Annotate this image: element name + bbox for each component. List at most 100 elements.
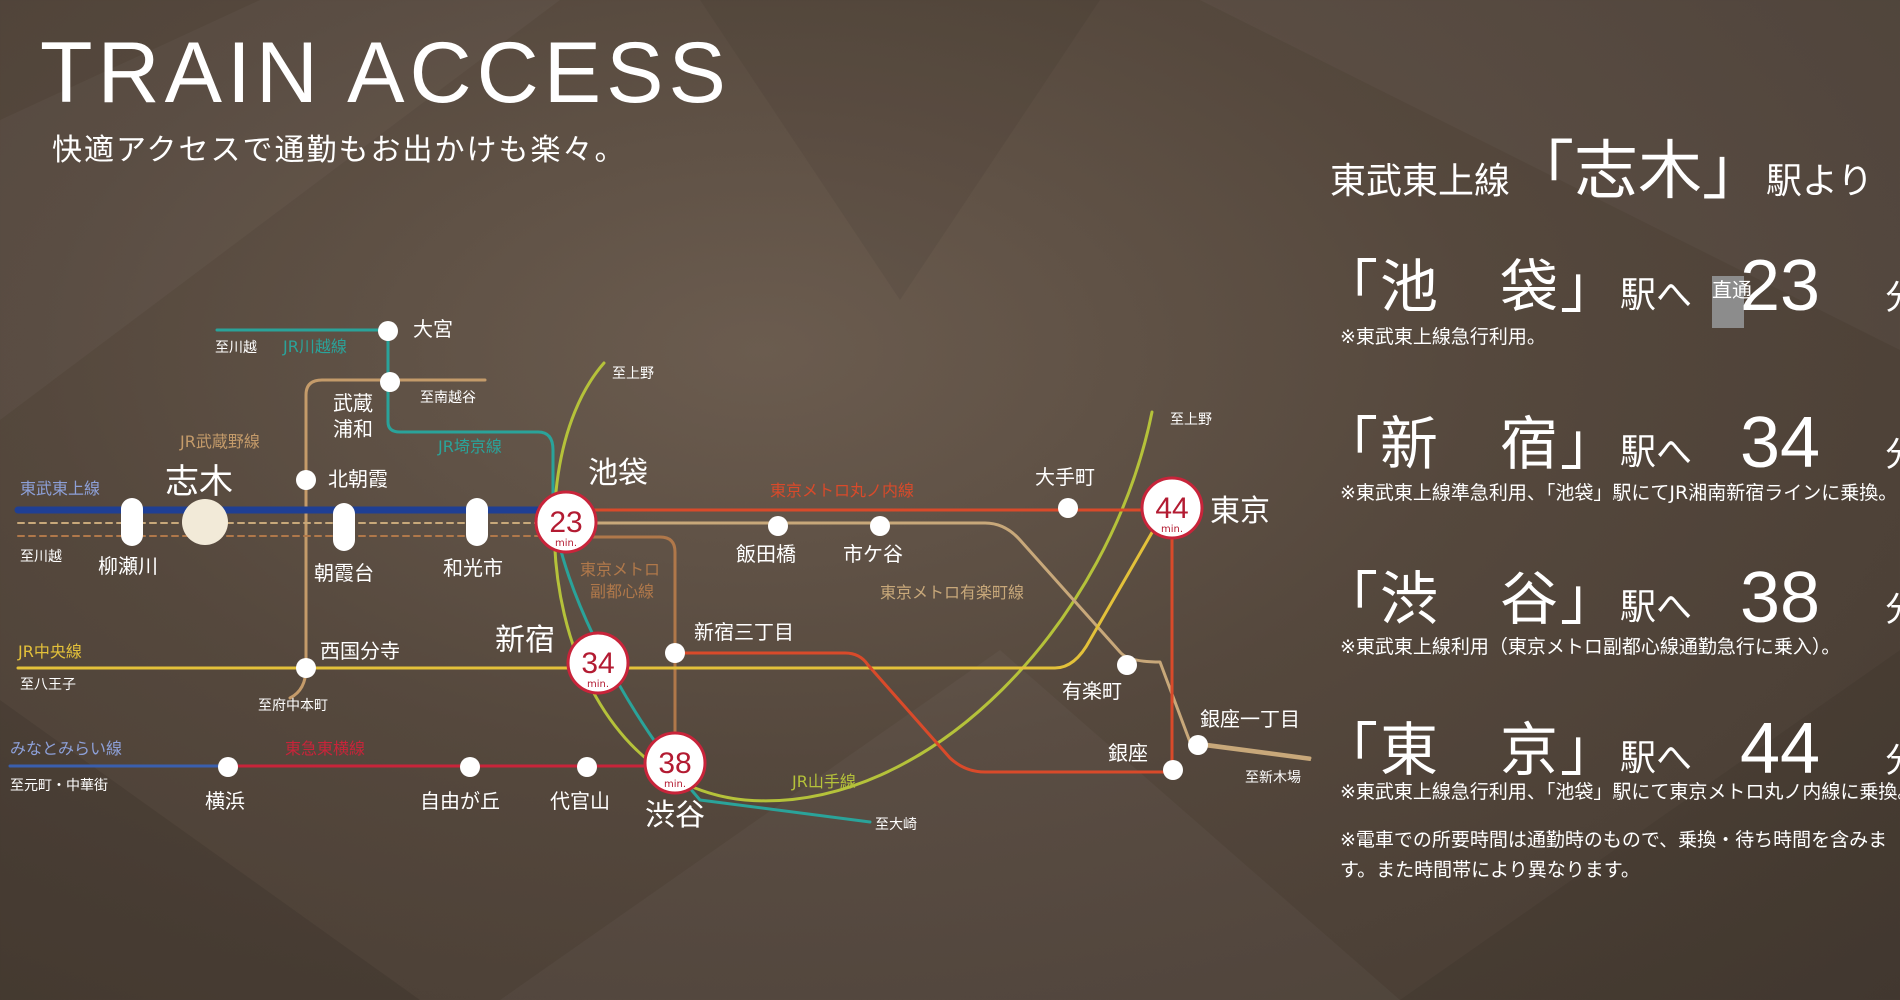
destination-unit: 分 xyxy=(1885,582,1900,631)
time-badge-tokyo-minutes: 44 xyxy=(1155,492,1188,525)
station-dot-jiyugaoka xyxy=(460,757,480,777)
line-marunouchi-2 xyxy=(670,533,1174,774)
destination-shibuya: 「渋 谷」駅へ 38 分 xyxy=(1320,552,1900,636)
label-tobu: 東武東上線 xyxy=(20,479,100,498)
station-dot-shinjuku3 xyxy=(665,643,685,663)
dest-motomachi: 至元町・中華街 xyxy=(10,778,108,794)
label-minatomirai: みなとみらい線 xyxy=(10,739,122,758)
label-chuo: JR中央線 xyxy=(17,642,82,661)
station-iidabashi: 飯田橋 xyxy=(736,542,796,566)
station-dot-kitaasaka xyxy=(296,470,316,490)
station-shinjuku: 新宿 xyxy=(495,623,555,658)
station-dot-otemachi xyxy=(1058,498,1078,518)
destination-minutes: 34 xyxy=(1740,403,1821,483)
station-dot-wakoshi xyxy=(466,498,488,546)
station-ginza: 銀座 xyxy=(1108,741,1148,765)
label-fukutoshin-1: 東京メトロ xyxy=(580,560,660,579)
label-marunouchi: 東京メトロ丸ノ内線 xyxy=(770,481,914,500)
dest-kawagoe: 至川越 xyxy=(215,340,257,356)
label-saikyo: JR埼京線 xyxy=(437,437,502,456)
station-dot-yokohama xyxy=(218,757,238,777)
note-shibuya: ※東武東上線利用（東京メトロ副都心線通勤急行に乗入）。 xyxy=(1340,636,1841,658)
label-fukutoshin-2: 副都心線 xyxy=(590,582,654,601)
station-shiki: 志木 xyxy=(165,462,233,502)
dest-osaki: 至大崎 xyxy=(875,817,917,833)
from-suffix: 駅より xyxy=(1766,161,1874,202)
destination-tokyo: 「東 京」駅へ 44 分 xyxy=(1320,703,1900,787)
dest-hachioji: 至八王子 xyxy=(20,677,76,693)
station-dot-iidabashi xyxy=(768,516,788,536)
line-saikyo xyxy=(386,380,872,824)
route-map: 23 min. 34 min. 38 min. 44 min. 東武東上線 JR… xyxy=(8,317,1312,833)
note-tokyo: ※東武東上線急行利用、「池袋」駅にて東京メトロ丸ノ内線に乗換。 xyxy=(1340,781,1900,803)
station-dot-omiya xyxy=(378,321,398,341)
line-chuo xyxy=(16,508,1167,670)
time-badge-shinjuku-unit: min. xyxy=(587,679,609,690)
station-musashiurawa-2: 浦和 xyxy=(333,417,373,441)
dest-shinkiba: 至新木場 xyxy=(1245,770,1301,786)
station-dot-musashiurawa xyxy=(380,372,400,392)
dest-fuchu: 至府中本町 xyxy=(258,698,328,714)
station-asakadai: 朝霞台 xyxy=(314,561,374,585)
from-station-heading: 東武東上線「志木」駅より xyxy=(1330,120,1873,212)
label-yurakucho: 東京メトロ有楽町線 xyxy=(880,583,1024,602)
time-badge-ikebukuro: 23 min. xyxy=(534,490,598,554)
destination-name: 「池 袋」 xyxy=(1320,253,1621,321)
station-dot-ichigaya xyxy=(870,516,890,536)
dest-ueno-2: 至上野 xyxy=(1170,412,1212,428)
dest-kawagoe-2: 至川越 xyxy=(20,549,62,565)
time-badge-shibuya-unit: min. xyxy=(664,779,686,790)
station-yanasegawa: 柳瀬川 xyxy=(98,554,158,578)
from-station: 「志木」 xyxy=(1510,135,1767,209)
page-subtitle: 快適アクセスで通勤もお出かけも楽々。 xyxy=(52,133,627,168)
label-toyoko: 東急東横線 xyxy=(285,739,365,758)
station-jiyugaoka: 自由が丘 xyxy=(420,789,500,813)
station-musashiurawa-1: 武蔵 xyxy=(333,391,373,415)
dest-minamikoshigaya: 至南越谷 xyxy=(420,390,476,406)
station-kitaasaka: 北朝霞 xyxy=(328,467,388,491)
note-shinjuku: ※東武東上線準急利用、「池袋」駅にてJR湘南新宿ラインに乗換。 xyxy=(1340,482,1898,504)
time-badge-shibuya: 38 min. xyxy=(643,731,707,795)
destination-minutes: 44 xyxy=(1740,709,1821,789)
note-ikebukuro: ※東武東上線急行利用。 xyxy=(1340,326,1546,348)
station-tokyo: 東京 xyxy=(1210,494,1270,529)
line-keiyo xyxy=(1194,744,1311,761)
station-dot-asakadai xyxy=(333,503,355,551)
station-wakoshi: 和光市 xyxy=(443,556,503,580)
station-ikebukuro: 池袋 xyxy=(588,456,648,491)
label-kawagoe: JR川越線 xyxy=(282,337,347,356)
destination-name: 「渋 谷」 xyxy=(1320,565,1621,633)
station-dot-shiki xyxy=(182,499,228,545)
destination-suffix: 駅へ xyxy=(1620,587,1693,628)
line-yurakucho xyxy=(566,521,1312,760)
station-dot-yurakucho xyxy=(1117,655,1137,675)
destination-unit: 分 xyxy=(1885,427,1900,476)
time-badge-shinjuku: 34 min. xyxy=(566,631,630,695)
station-yokohama: 横浜 xyxy=(205,789,245,813)
from-line: 東武東上線 xyxy=(1330,161,1511,202)
station-omiya: 大宮 xyxy=(413,317,453,341)
line-fukutoshin xyxy=(566,535,677,767)
time-badge-tokyo-unit: min. xyxy=(1161,524,1183,535)
destination-minutes: 23 xyxy=(1740,246,1821,326)
footnote: ※電車での所要時間は通勤時のもので、乗換・待ち時間を含みます。また時間帯により異… xyxy=(1340,829,1888,881)
station-dot-daikanyama xyxy=(577,757,597,777)
time-badge-shibuya-minutes: 38 xyxy=(658,747,691,780)
station-shibuya: 渋谷 xyxy=(645,798,705,833)
station-shinjuku3: 新宿三丁目 xyxy=(694,620,794,644)
line-musashino xyxy=(288,378,487,700)
time-badge-tokyo: 44 min. xyxy=(1140,476,1204,540)
station-dot-ginza1 xyxy=(1188,735,1208,755)
dest-ueno-1: 至上野 xyxy=(612,366,654,382)
destination-suffix: 駅へ xyxy=(1620,432,1693,473)
destination-shinjuku: 「新 宿」駅へ 34 分 xyxy=(1320,397,1900,481)
time-badge-ikebukuro-minutes: 23 xyxy=(549,506,582,539)
destination-minutes: 38 xyxy=(1740,558,1821,638)
destination-suffix: 駅へ xyxy=(1620,738,1693,779)
destination-name: 「新 宿」 xyxy=(1320,410,1621,478)
page-title: TRAIN ACCESS xyxy=(40,25,731,121)
station-daikanyama: 代官山 xyxy=(550,789,610,813)
destination-unit: 分 xyxy=(1885,270,1900,319)
